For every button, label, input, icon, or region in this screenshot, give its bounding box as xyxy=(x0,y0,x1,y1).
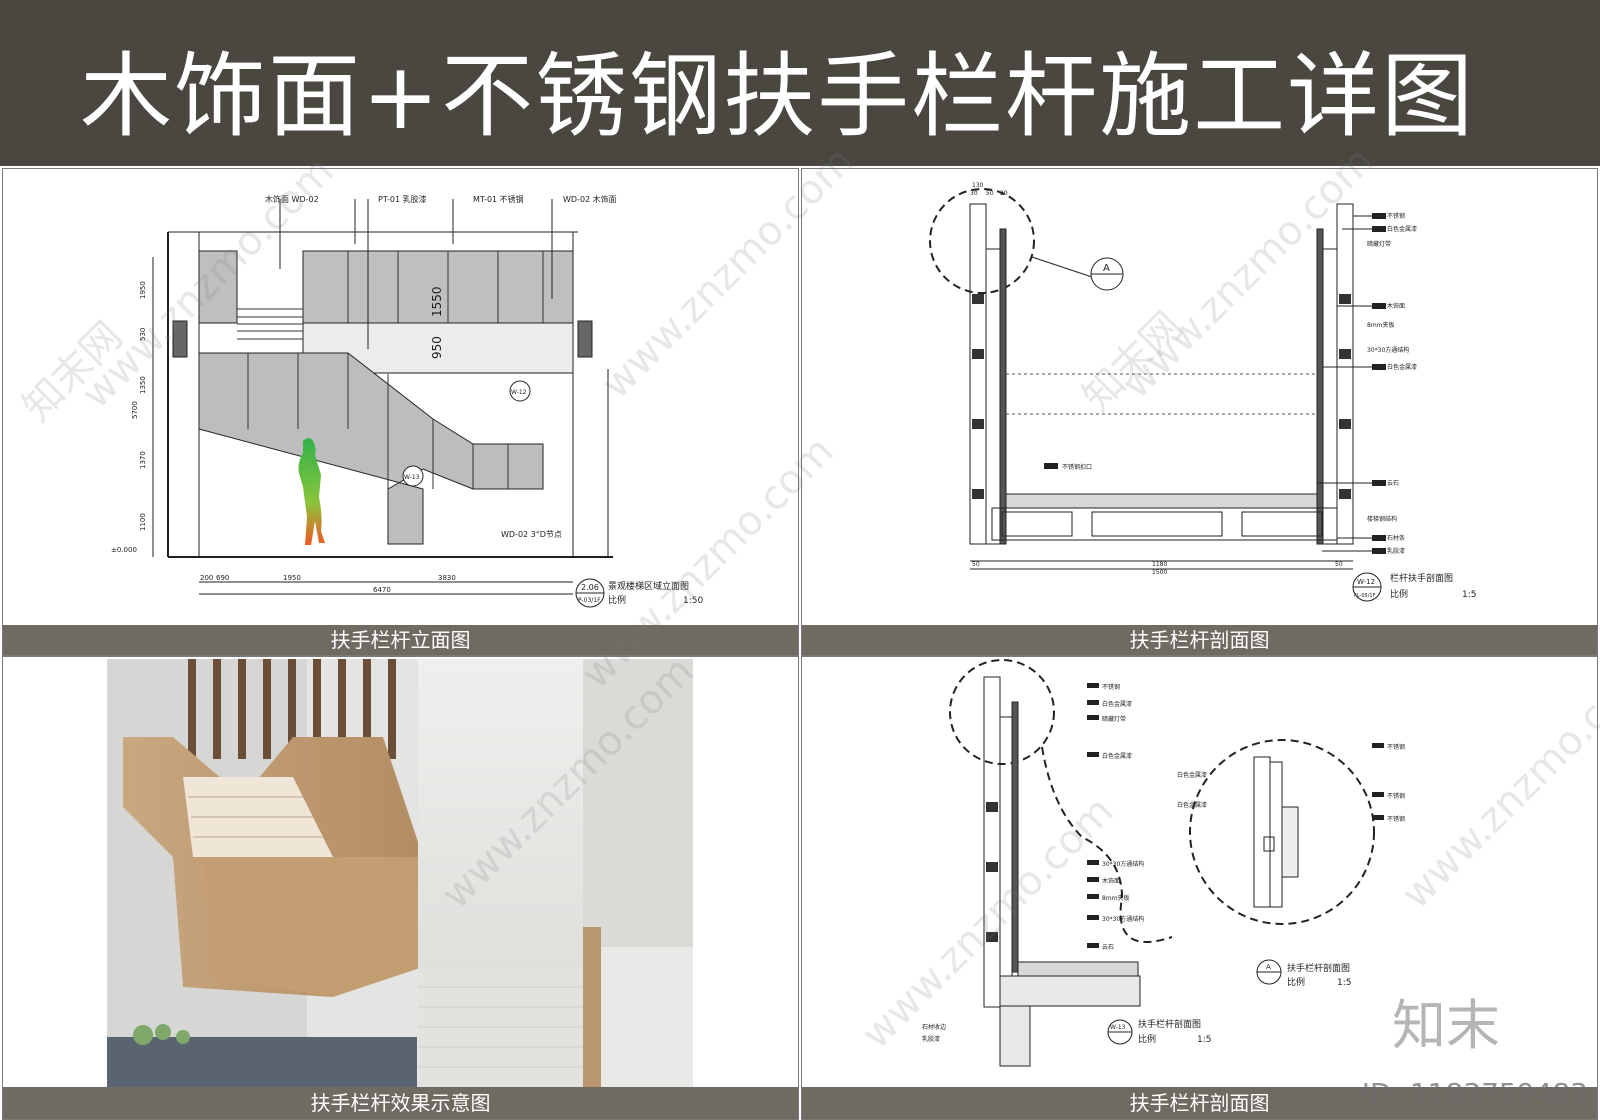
drawing-title: 扶手栏杆剖面图 xyxy=(1138,1018,1201,1030)
header-banner: 木饰面+不锈钢扶手栏杆施工详图 xyxy=(0,0,1600,166)
callout-1: 木饰面 WD-02 xyxy=(265,194,319,204)
dim-bottom-1: 200 xyxy=(200,574,213,582)
drawing-title: 景观楼梯区域立面图 xyxy=(608,580,689,592)
section-tag-1: W-12 xyxy=(511,389,527,396)
label-r-7: 白色金属漆 xyxy=(1387,363,1417,371)
dim-total: 6470 xyxy=(373,586,391,594)
top-dim-4: 20 xyxy=(1000,190,1008,197)
detail-scale: 1:5 xyxy=(1337,978,1351,988)
bottom-label-2: 乳胶漆 xyxy=(922,1035,940,1043)
panel-section-1: A 130 30 50 20 50 1180 1500 50 不锈钢扣口 不锈钢… xyxy=(801,168,1598,656)
mid-label-6: 木饰面 xyxy=(1102,877,1120,885)
label-r-9: 楼梯钢结构 xyxy=(1367,515,1397,523)
detail-label-4: 白色金属漆 xyxy=(1177,801,1207,809)
scale-value: 1:5 xyxy=(1462,590,1476,600)
section-1-drawing: A 130 30 50 20 50 1180 1500 50 不锈钢扣口 不锈钢… xyxy=(929,182,1476,602)
person-silhouette xyxy=(298,438,325,545)
drawing-ref: P-03/1F xyxy=(578,597,601,604)
render-image xyxy=(107,659,693,1087)
mid-label-2: 白色金属漆 xyxy=(1102,700,1132,708)
dim-overall-left: 5700 xyxy=(131,401,139,419)
drawing-no: W-13 xyxy=(1110,1024,1126,1031)
bottom-dim-3: 1500 xyxy=(1152,569,1167,576)
label-r-1: 不锈钢 xyxy=(1387,212,1405,220)
detail-tag: A xyxy=(1266,963,1271,971)
mid-label-8: 30*30方通结构 xyxy=(1102,915,1144,923)
drawing-no: W-12 xyxy=(1357,578,1375,586)
scale-label: 比例 xyxy=(1390,588,1408,600)
mid-label-4: 白色金属漆 xyxy=(1102,752,1132,760)
detail-label-5: 不锈钢 xyxy=(1387,815,1405,823)
top-dim-3: 50 xyxy=(986,190,994,197)
top-dim-1: 130 xyxy=(972,182,984,189)
dim-bottom-3: 1950 xyxy=(283,574,301,582)
callout-3: MT-01 不锈钢 xyxy=(473,194,524,204)
label-mid: 不锈钢扣口 xyxy=(1062,463,1092,471)
mid-label-3: 暗藏灯带 xyxy=(1102,715,1126,723)
level-mark: ±0.000 xyxy=(111,546,137,554)
scale-label: 比例 xyxy=(1138,1033,1156,1045)
label-r-8: 云石 xyxy=(1387,480,1399,487)
detail-label-2: 白色金属漆 xyxy=(1177,771,1207,779)
mid-label-9: 云石 xyxy=(1102,944,1114,951)
bottom-dim-4: 50 xyxy=(1335,561,1343,568)
elevation-drawing: 木饰面 WD-02 PT-01 乳胶漆 MT-01 不锈钢 WD-02 木饰面 … xyxy=(111,194,703,608)
drawing-ref: FL-05/1F xyxy=(1354,593,1376,599)
dim-left-4: 1370 xyxy=(139,451,147,469)
label-r-11: 乳胶漆 xyxy=(1387,547,1405,555)
panel-caption: 扶手栏杆剖面图 xyxy=(802,1087,1597,1119)
bottom-label-1: 石材收边 xyxy=(922,1023,946,1031)
dim-left-1: 1950 xyxy=(139,281,147,299)
detail-circle xyxy=(929,188,1035,294)
mid-label-7: 8mm夹板 xyxy=(1102,894,1130,902)
section-tag-2: W-13 xyxy=(404,474,420,481)
drawing-title: 栏杆扶手剖面图 xyxy=(1390,572,1453,584)
drawing-no: 2.06 xyxy=(581,583,599,592)
dim-left-2: 530 xyxy=(139,328,147,341)
dim-left-5: 1100 xyxy=(139,513,147,531)
mid-label-1: 不锈钢 xyxy=(1102,683,1120,691)
panel-caption: 扶手栏杆立面图 xyxy=(3,625,798,655)
label-r-10: 石材条 xyxy=(1387,534,1405,542)
detail-tag: A xyxy=(1103,263,1110,274)
dim-bottom-4: 3830 xyxy=(438,574,456,582)
top-dim-2: 30 xyxy=(970,190,978,197)
brand-logo: 知末 xyxy=(1392,994,1500,1057)
dim-bottom-2: 690 xyxy=(216,574,229,582)
detail-scale-label: 比例 xyxy=(1287,976,1305,988)
panel-caption: 扶手栏杆剖面图 xyxy=(802,625,1597,655)
panel-elevation: 木饰面 WD-02 PT-01 乳胶漆 MT-01 不锈钢 WD-02 木饰面 … xyxy=(2,168,799,656)
callout-bottom: WD-02 3°D节点 xyxy=(501,530,562,539)
scale-label: 比例 xyxy=(608,594,626,606)
scale-value: 1:5 xyxy=(1197,1035,1211,1045)
panel-caption: 扶手栏杆效果示意图 xyxy=(3,1087,798,1119)
label-r-2: 白色金属漆 xyxy=(1387,225,1417,233)
bottom-dim-1: 50 xyxy=(972,561,980,568)
callout-4: WD-02 木饰面 xyxy=(563,194,617,204)
panel-section-2: 不锈钢 白色金属漆 暗藏灯带 白色金属漆 30*30方通结构 木饰面 8mm夹板… xyxy=(801,656,1598,1120)
dim-left-3: 1350 xyxy=(139,376,147,394)
scale-value: 1:50 xyxy=(683,596,703,606)
bottom-dim-2: 1180 xyxy=(1152,561,1167,568)
callout-2: PT-01 乳胶漆 xyxy=(378,194,427,204)
page-title: 木饰面+不锈钢扶手栏杆施工详图 xyxy=(80,43,1476,150)
label-r-5: 8mm夹板 xyxy=(1367,321,1395,329)
label-r-4: 木饰面 xyxy=(1387,302,1405,310)
dim-1550: 1550 xyxy=(430,286,444,317)
detail-label-1: 不锈钢 xyxy=(1387,743,1405,751)
dim-950: 950 xyxy=(430,336,444,359)
image-id: ID: 1183759483 xyxy=(1361,1077,1588,1110)
detail-label-3: 不锈钢 xyxy=(1387,792,1405,800)
section-2-drawing: 不锈钢 白色金属漆 暗藏灯带 白色金属漆 30*30方通结构 木饰面 8mm夹板… xyxy=(922,659,1405,1067)
label-r-6: 30*30方通结构 xyxy=(1367,346,1409,354)
detail-title: 扶手栏杆剖面图 xyxy=(1287,962,1350,974)
mid-label-5: 30*30方通结构 xyxy=(1102,860,1144,868)
label-r-3: 暗藏灯带 xyxy=(1367,240,1391,248)
panel-photo: 扶手栏杆效果示意图 xyxy=(2,656,799,1120)
